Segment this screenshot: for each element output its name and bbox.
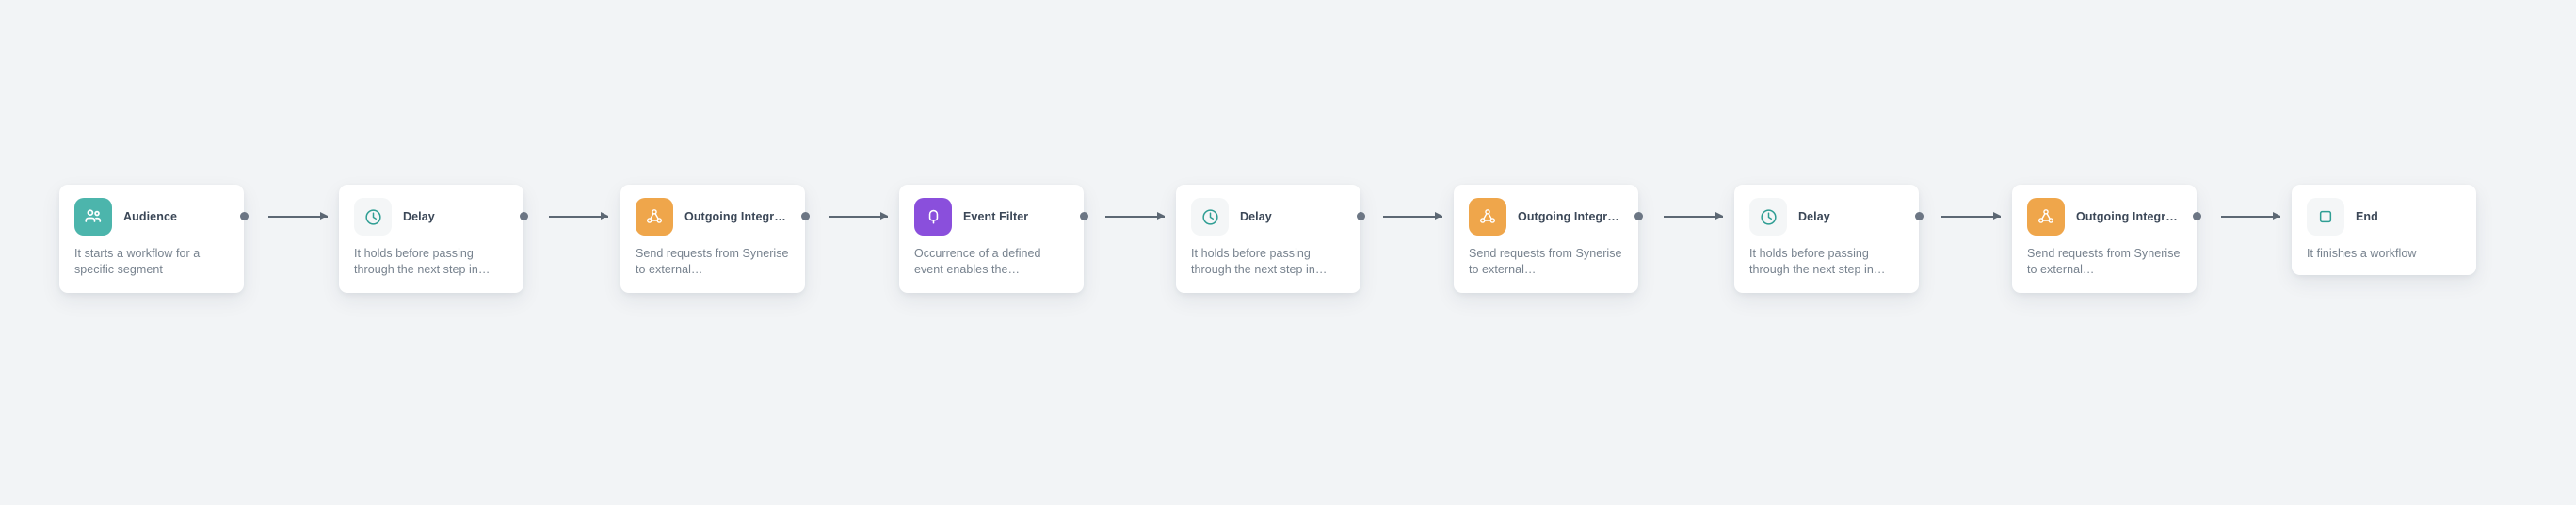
- arrow-shaft: [549, 216, 608, 218]
- connector-arrow-outgoing-integration-3-to-end: [2221, 212, 2280, 220]
- node-description: Send requests from Synerise to external…: [2027, 247, 2181, 276]
- arrow-head: [1715, 212, 1723, 220]
- arrow-shaft: [829, 216, 888, 218]
- stop-square-icon: [2307, 198, 2344, 236]
- arrow-shaft: [2221, 216, 2280, 218]
- node-output-dot-delay-2[interactable]: [1357, 212, 1365, 220]
- node-title: End: [2356, 210, 2378, 223]
- workflow-node-delay-2[interactable]: Delay It holds before passing through the…: [1176, 185, 1360, 293]
- node-description: It starts a workflow for a specific segm…: [74, 247, 201, 276]
- node-header: Outgoing Integr…: [636, 198, 790, 236]
- webhook-icon: [636, 198, 673, 236]
- audience-people-icon: [74, 198, 112, 236]
- node-header: Delay: [1749, 198, 1904, 236]
- node-title: Outgoing Integr…: [1518, 210, 1619, 223]
- node-output-dot-audience[interactable]: [240, 212, 249, 220]
- node-description: Occurrence of a defined event enables th…: [914, 247, 1041, 276]
- connector-arrow-event-filter-to-delay-2: [1105, 212, 1165, 220]
- arrow-shaft: [1664, 216, 1723, 218]
- node-header: Audience: [74, 198, 229, 236]
- connector-arrow-delay-3-to-outgoing-integration-3: [1941, 212, 2001, 220]
- workflow-node-audience[interactable]: Audience It starts a workflow for a speci…: [59, 185, 244, 293]
- node-output-dot-delay-1[interactable]: [520, 212, 528, 220]
- arrow-head: [1993, 212, 2001, 220]
- arrow-shaft: [1941, 216, 2001, 218]
- clock-icon: [1749, 198, 1787, 236]
- connector-arrow-delay-2-to-outgoing-integration-2: [1383, 212, 1442, 220]
- workflow-node-outgoing-integration-3[interactable]: Outgoing Integr… Send requests from Syner…: [2012, 185, 2197, 293]
- clock-icon: [1191, 198, 1229, 236]
- node-output-dot-outgoing-integration-1[interactable]: [801, 212, 810, 220]
- node-header: End: [2307, 198, 2461, 236]
- node-title: Audience: [123, 210, 178, 223]
- node-header: Delay: [354, 198, 508, 236]
- workflow-node-outgoing-integration-1[interactable]: Outgoing Integr… Send requests from Syner…: [620, 185, 805, 293]
- arrow-head: [320, 212, 328, 220]
- node-title: Outgoing Integr…: [2076, 210, 2178, 223]
- node-output-dot-outgoing-integration-2[interactable]: [1634, 212, 1643, 220]
- node-output-dot-delay-3[interactable]: [1915, 212, 1924, 220]
- arrow-head: [2273, 212, 2280, 220]
- bell-icon: [914, 198, 952, 236]
- arrow-head: [880, 212, 888, 220]
- webhook-icon: [1469, 198, 1506, 236]
- webhook-icon: [2027, 198, 2065, 236]
- arrow-shaft: [268, 216, 328, 218]
- node-description: It holds before passing through the next…: [1191, 247, 1328, 276]
- connector-arrow-audience-to-delay-1: [268, 212, 328, 220]
- arrow-shaft: [1383, 216, 1442, 218]
- node-title: Delay: [1798, 210, 1830, 223]
- node-header: Delay: [1191, 198, 1345, 236]
- workflow-node-outgoing-integration-2[interactable]: Outgoing Integr… Send requests from Syner…: [1454, 185, 1638, 293]
- arrow-shaft: [1105, 216, 1165, 218]
- node-description: Send requests from Synerise to external…: [636, 247, 789, 276]
- node-header: Outgoing Integr…: [1469, 198, 1623, 236]
- connector-arrow-outgoing-integration-2-to-delay-3: [1664, 212, 1723, 220]
- workflow-node-delay-3[interactable]: Delay It holds before passing through the…: [1734, 185, 1919, 293]
- arrow-head: [601, 212, 608, 220]
- node-description: It holds before passing through the next…: [1749, 247, 1886, 276]
- connector-arrow-delay-1-to-outgoing-integration-1: [549, 212, 608, 220]
- node-description: Send requests from Synerise to external…: [1469, 247, 1622, 276]
- node-output-dot-outgoing-integration-3[interactable]: [2193, 212, 2201, 220]
- node-header: Event Filter: [914, 198, 1069, 236]
- workflow-node-delay-1[interactable]: Delay It holds before passing through the…: [339, 185, 523, 293]
- node-title: Delay: [403, 210, 435, 223]
- arrow-head: [1157, 212, 1165, 220]
- clock-icon: [354, 198, 392, 236]
- node-description: It holds before passing through the next…: [354, 247, 491, 276]
- node-output-dot-event-filter[interactable]: [1080, 212, 1088, 220]
- node-title: Delay: [1240, 210, 1272, 223]
- node-title: Outgoing Integr…: [684, 210, 786, 223]
- node-title: Event Filter: [963, 210, 1029, 223]
- workflow-node-end[interactable]: End It finishes a workflow: [2292, 185, 2476, 275]
- node-description: It finishes a workflow: [2307, 247, 2417, 260]
- arrow-head: [1435, 212, 1442, 220]
- node-header: Outgoing Integr…: [2027, 198, 2182, 236]
- connector-arrow-outgoing-integration-1-to-event-filter: [829, 212, 888, 220]
